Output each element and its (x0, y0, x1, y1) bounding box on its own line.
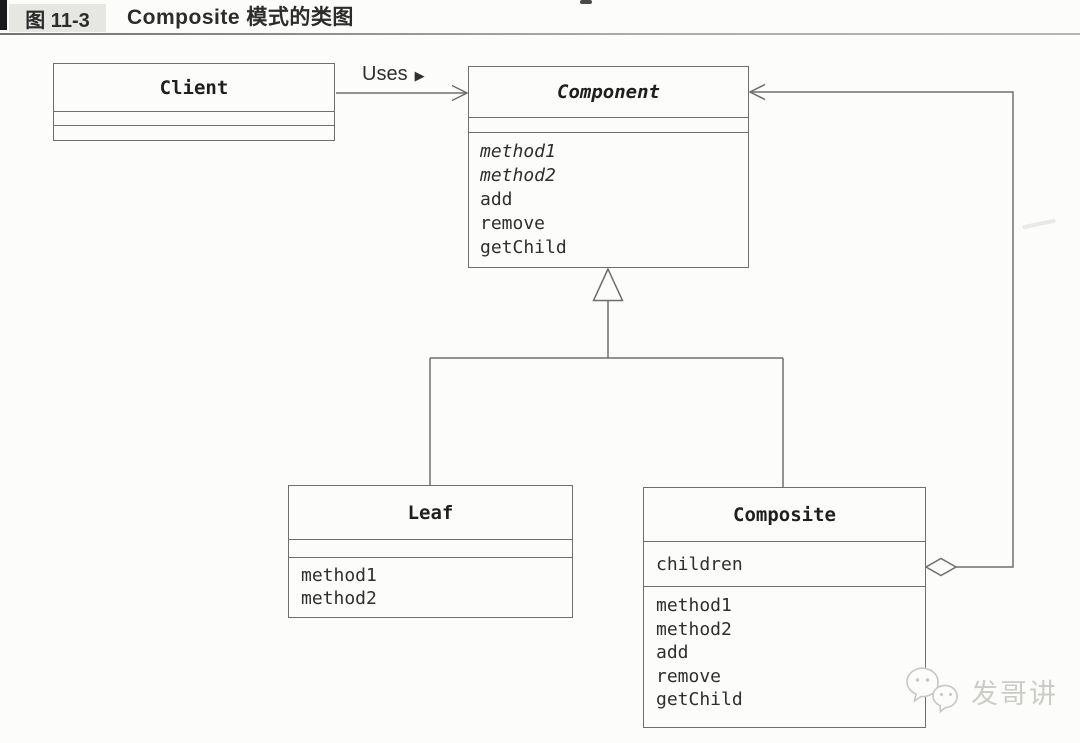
method-item: method2 (480, 165, 556, 186)
methods-compartment: method1 method2 (289, 557, 572, 617)
attributes-compartment: children (644, 541, 925, 586)
class-title: Component (557, 81, 660, 103)
class-title: Client (159, 76, 229, 99)
uses-arrow (336, 84, 469, 102)
watermark: 发哥讲 (905, 663, 1058, 719)
uses-direction-icon: ▶ (414, 67, 425, 83)
inheritance-triangle-icon (592, 267, 624, 302)
method-item: getChild (480, 237, 567, 258)
method-item: method1 (656, 595, 732, 616)
methods-compartment: method1 method2 add remove getChild (469, 132, 748, 267)
figure-title: Composite 模式的类图 (127, 6, 354, 29)
inheritance-connector (429, 267, 784, 488)
attributes-compartment (289, 539, 572, 557)
figure-label: 图 11-3 (9, 4, 106, 32)
class-box-client: Client (53, 63, 335, 141)
class-box-leaf: Leaf method1 method2 (288, 485, 573, 618)
aggregation-connector (748, 83, 1014, 577)
attributes-compartment (469, 117, 748, 132)
scan-artifact (580, 0, 592, 4)
methods-compartment (54, 125, 334, 140)
uses-label-text: Uses (362, 63, 408, 85)
method-item: add (656, 642, 689, 663)
method-item: method2 (301, 588, 377, 609)
class-title: Composite (733, 503, 836, 526)
aggregation-diamond-icon (924, 557, 958, 577)
method-item: add (480, 189, 513, 210)
attribute-item: children (656, 553, 743, 575)
header-rule (0, 33, 1080, 35)
method-item: remove (656, 665, 722, 687)
attributes-compartment (54, 111, 334, 125)
method-item: method1 (480, 141, 556, 162)
class-title: Leaf (407, 501, 454, 524)
method-item: method2 (656, 618, 732, 640)
watermark-text: 发哥讲 (971, 678, 1058, 709)
class-box-composite: Composite children method1 method2 add r… (643, 487, 926, 728)
uses-relationship-label: Uses ▶ (362, 63, 425, 86)
open-arrowhead-icon (451, 84, 469, 102)
class-box-component: Component method1 method2 add remove get… (468, 66, 749, 268)
figure-label-bar (0, 0, 7, 30)
method-item: getChild (656, 689, 743, 710)
methods-compartment: method1 method2 add remove getChild (644, 586, 925, 727)
method-item: remove (480, 213, 546, 234)
method-item: method1 (301, 565, 377, 586)
open-arrowhead-icon (748, 83, 766, 101)
wechat-logo-icon (906, 667, 958, 714)
